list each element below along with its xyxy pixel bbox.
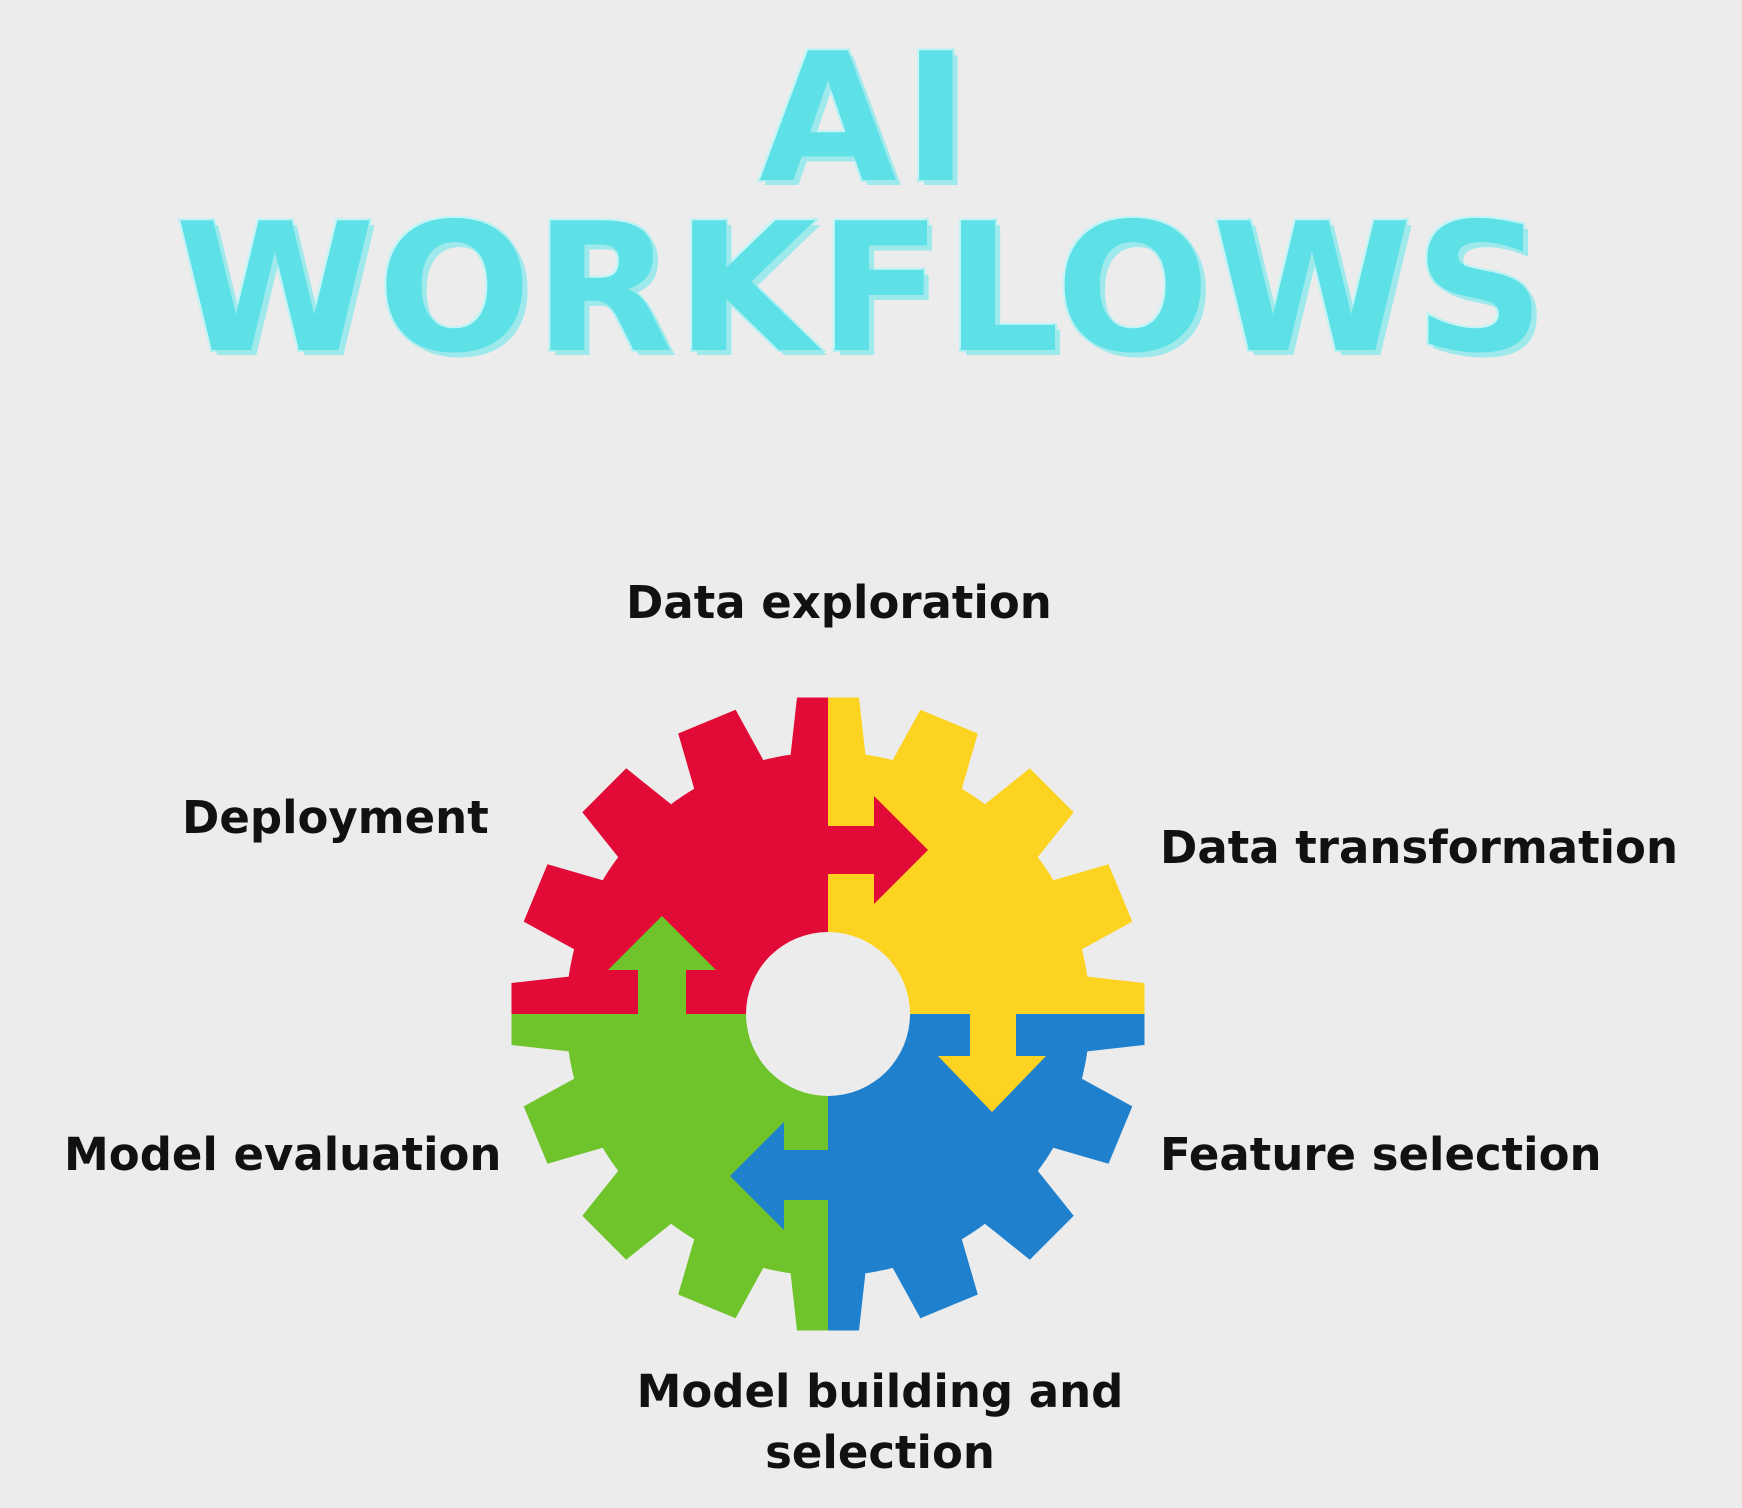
step-model-evaluation: Model evaluation	[64, 1128, 502, 1181]
gear-quadrant-blue	[828, 1014, 1145, 1331]
step-feature-selection: Feature selection	[1160, 1128, 1602, 1181]
step-data-transformation: Data transformation	[1160, 821, 1678, 874]
title-line-workflows: WORKFLOWS	[173, 185, 1548, 392]
arrow-red-right	[826, 796, 928, 904]
step-data-exploration: Data exploration	[626, 576, 1052, 629]
gear-quadrant-yellow	[828, 697, 1145, 1014]
gear-quadrant-red	[511, 697, 828, 1014]
title-line-ai: AI	[757, 15, 975, 222]
arrow-blue-left	[730, 1122, 830, 1230]
gear-center-hole	[746, 932, 910, 1096]
arrow-yellow-down	[938, 1012, 1046, 1112]
step-model-building-and-selection: Model building and selection	[636, 1365, 1124, 1479]
step-deployment: Deployment	[182, 791, 489, 844]
arrow-green-up	[608, 916, 716, 1016]
gear-quadrant-green	[511, 1014, 828, 1331]
